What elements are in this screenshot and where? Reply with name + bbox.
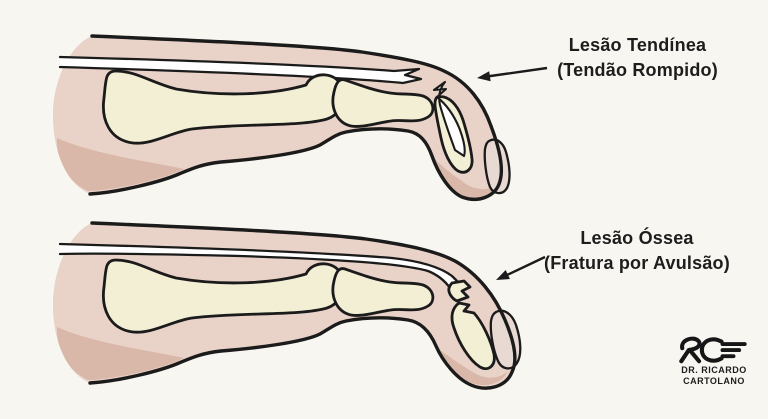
- middle-phalanx-bone: [331, 78, 435, 128]
- bone-injury-title: Lesão Óssea: [580, 228, 694, 248]
- tendon-injury-subtitle: (Tendão Rompido): [557, 60, 718, 80]
- doctor-name-line2: CARTOLANO: [683, 375, 745, 386]
- fractured-distal-phalanx-bone: [450, 301, 496, 371]
- tendon-injury-arrow: [477, 66, 548, 82]
- bone-injury-subtitle: (Fratura por Avulsão): [544, 253, 730, 273]
- fingernail: [483, 138, 511, 195]
- finger-outline: [88, 221, 517, 390]
- logo: DR. RICARDO CARTOLANO: [668, 336, 760, 386]
- proximal-phalanx-bone: [102, 258, 345, 334]
- finger-avulsion-fracture-figure: [52, 221, 522, 390]
- finger-outline: [88, 34, 504, 201]
- tendon-injury-title: Lesão Tendínea: [568, 35, 707, 55]
- bone-injury-arrow: [496, 255, 546, 280]
- label-bone-injury: Lesão Óssea (Fratura por Avulsão): [531, 226, 743, 276]
- label-tendon-injury: Lesão Tendínea (Tendão Rompido): [535, 33, 740, 83]
- fingernail: [489, 309, 522, 370]
- avulsed-bone-fragment: [447, 279, 472, 303]
- rc-monogram-icon: [679, 336, 747, 364]
- middle-phalanx-bone: [331, 267, 435, 317]
- torn-tendon-stump: [432, 80, 466, 158]
- extensor-tendon-intact: [60, 244, 460, 288]
- finger-tendon-rupture-figure: [52, 34, 511, 201]
- doctor-name-line1: DR. RICARDO: [681, 365, 747, 375]
- proximal-phalanx-bone: [102, 69, 345, 145]
